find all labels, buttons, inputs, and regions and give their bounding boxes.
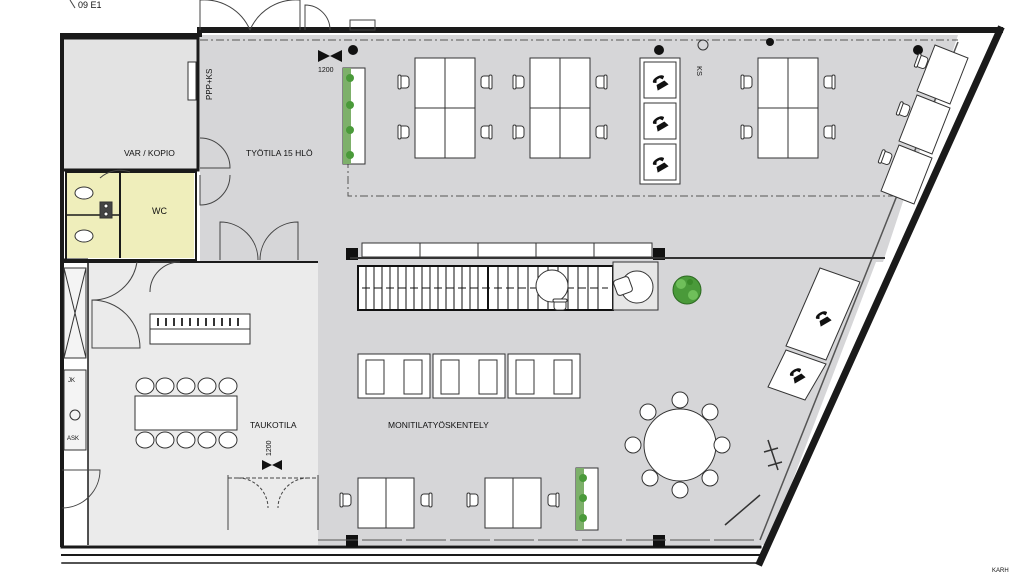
interior-walls — [60, 36, 318, 545]
ppp-ks-label: PPP+KS — [205, 69, 214, 100]
kitchen-counter — [149, 313, 251, 345]
door-marker-icon — [262, 460, 282, 470]
desk-group-4 — [339, 477, 433, 529]
booth-seating — [357, 353, 581, 399]
wall-fixtures — [724, 439, 783, 526]
storage-cabinets — [361, 242, 653, 258]
multiwork-area-label: MONITILATYÖSKENTELY — [388, 420, 489, 430]
plant-row-bottom — [575, 467, 599, 531]
wc-fixtures — [74, 186, 113, 243]
storage-room-label: VAR / KOPIO — [124, 148, 175, 158]
lounge-corner — [612, 261, 659, 311]
plant-row-top — [342, 67, 366, 165]
top-door-swings — [69, 0, 376, 31]
ks-mark — [697, 39, 709, 51]
jk-label: JK — [68, 378, 75, 384]
corner-note: KARH — [992, 568, 1009, 574]
left-utility-column — [63, 267, 87, 451]
structural-columns — [346, 38, 923, 547]
desk-group-1 — [397, 57, 493, 159]
multiwork-area-floor — [318, 262, 876, 545]
window-desks — [880, 44, 969, 205]
desk-group-5 — [466, 477, 560, 529]
plant-icon — [672, 275, 702, 305]
break-room-label: TAUKOTILA — [250, 420, 297, 430]
storage-room-floor — [60, 35, 200, 170]
dining-table — [134, 377, 238, 449]
outer-walls — [60, 25, 1005, 567]
work-room-label: TYÖTILA 15 HLÖ — [246, 148, 313, 158]
round-table — [624, 391, 731, 499]
door-height-bottom-label: 1200 — [266, 440, 273, 456]
shelf — [187, 61, 197, 101]
ks-label: KS — [695, 66, 704, 76]
door-marker-icon — [318, 50, 342, 62]
top-fragment-label: 09 E1 — [78, 0, 102, 10]
door-swings — [61, 137, 319, 530]
ask-label: ASK — [67, 436, 79, 442]
desk-group-2 — [512, 57, 608, 159]
door-height-top-label: 1200 — [318, 67, 334, 74]
staircase — [357, 265, 614, 311]
phone-booth-stack — [639, 57, 681, 185]
wc-label: WC — [152, 206, 167, 216]
desk-group-3 — [740, 57, 836, 159]
